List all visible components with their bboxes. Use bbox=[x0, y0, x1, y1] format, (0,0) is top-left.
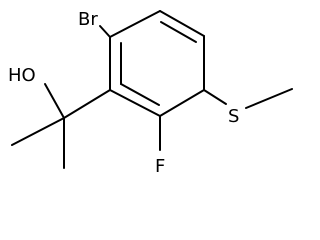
bond-ring-bottom-left bbox=[109, 89, 161, 117]
bond-c-s bbox=[203, 89, 227, 105]
bond-ring-top-right-inner bbox=[160, 21, 197, 43]
bond-quaternary-c-to-oh bbox=[44, 83, 65, 119]
atom-label-ho: HO bbox=[8, 65, 36, 86]
atom-label-br: Br bbox=[78, 9, 98, 30]
bond-ring-top bbox=[109, 10, 161, 38]
bond-ring-top-right bbox=[159, 10, 205, 37]
molecule-structure: Br HO S F bbox=[8, 9, 293, 177]
bond-methyl-left bbox=[11, 117, 65, 146]
bond-c-br bbox=[99, 25, 111, 38]
atom-label-f: F bbox=[155, 156, 165, 177]
bond-ring-bottom-right bbox=[159, 89, 205, 117]
atom-label-s: S bbox=[228, 106, 239, 127]
bond-ring-to-quaternary-c bbox=[63, 89, 111, 119]
bond-ring-bottom-left-inner bbox=[120, 83, 160, 106]
bond-s-methyl bbox=[245, 88, 293, 109]
